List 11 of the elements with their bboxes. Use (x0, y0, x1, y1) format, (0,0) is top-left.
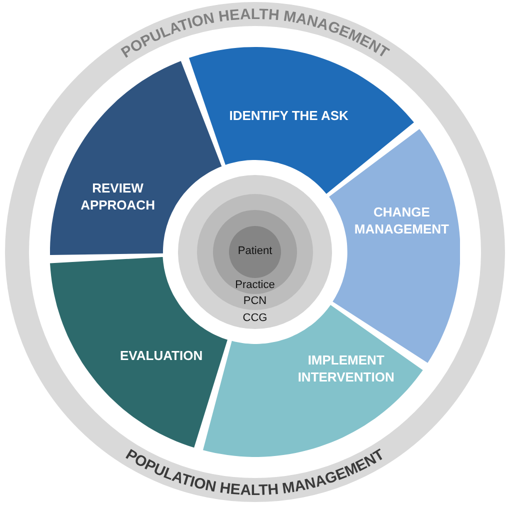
segment-label: CHANGE MANAGEMENT (353, 203, 450, 238)
segment-label: IDENTIFY THE ASK (228, 107, 349, 125)
ring-circle (213, 210, 297, 294)
circle-label: CCG (242, 312, 268, 325)
circle-label: PCN (243, 295, 267, 308)
center-circle (229, 226, 281, 278)
circle-label: Practice (235, 279, 275, 292)
circle-label: Patient (238, 245, 272, 258)
segment-label: EVALUATION (119, 347, 204, 365)
segment-label: IMPLEMENT INTERVENTION (296, 351, 396, 386)
segment-label: REVIEW APPROACH (80, 178, 156, 214)
